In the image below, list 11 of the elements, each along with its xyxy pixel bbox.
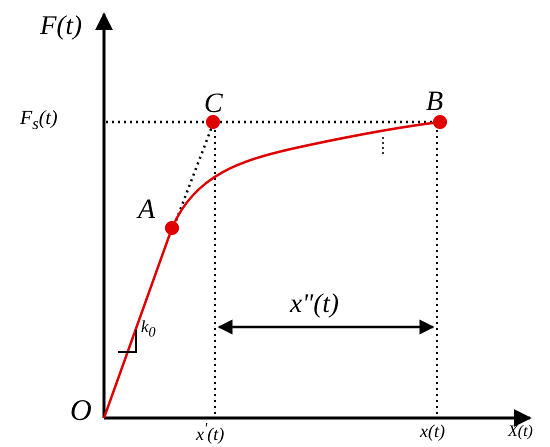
axis-label: F$_{s}$(t): [20, 108, 58, 133]
dimension-label: x"(t): [290, 290, 339, 317]
origin-label: O: [70, 396, 92, 426]
axis-label: F(t): [40, 12, 82, 39]
tick-label: x$^{'}$(t): [196, 422, 224, 443]
slope-label: k$_{0}$: [141, 318, 156, 340]
point-label: A: [138, 196, 156, 224]
axis-label: X(t): [508, 424, 533, 440]
point-label: C: [204, 90, 223, 118]
point-label: B: [426, 88, 444, 116]
tick-label: x(t): [420, 422, 445, 440]
